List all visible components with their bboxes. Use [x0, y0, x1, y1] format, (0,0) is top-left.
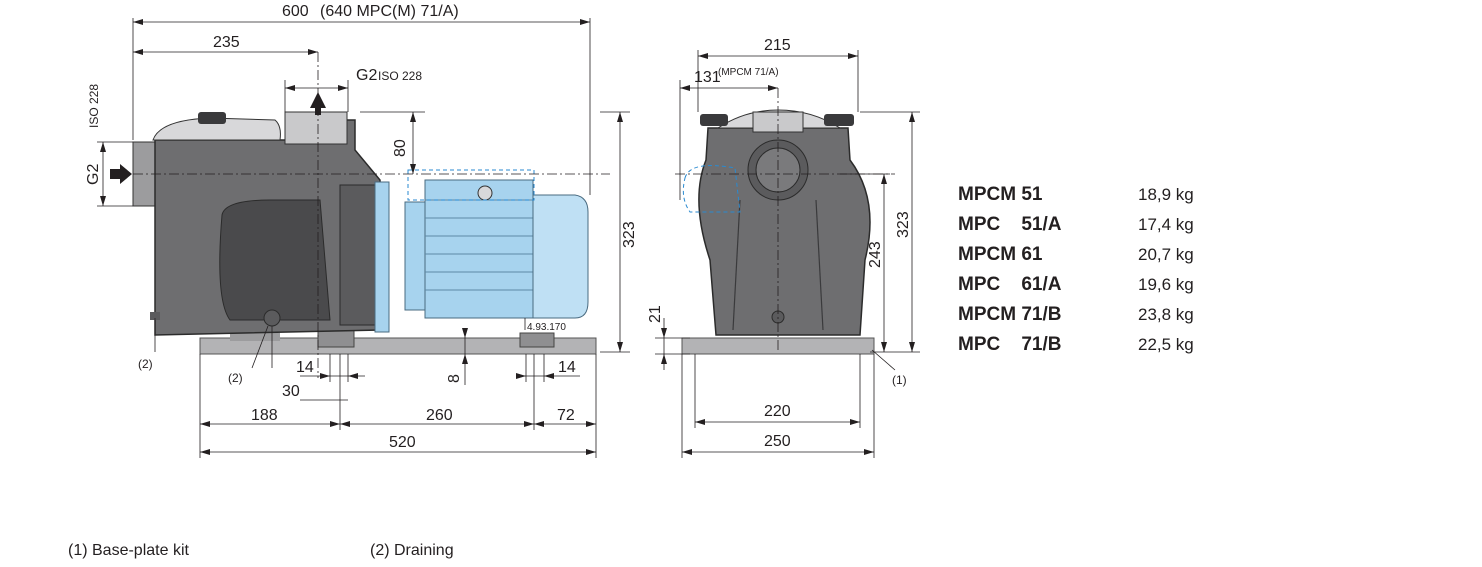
weight-row: MPC 71/B 22,5 kg — [958, 330, 1194, 360]
front-base-plate — [199, 337, 597, 355]
model-name: MPCM 71/B — [958, 304, 1062, 325]
model-name: MPCM 51 — [958, 184, 1043, 205]
weight-row: MPCM 51 18,9 kg — [958, 180, 1194, 210]
dim-base-height: 21 — [647, 305, 664, 323]
dim-base-length: 520 — [389, 434, 416, 451]
model-weight: 19,6 kg — [1138, 275, 1194, 294]
weight-row: MPCM 61 20,7 kg — [958, 240, 1194, 270]
dim-hole-offset: 30 — [282, 383, 300, 400]
dim-inlet-thread: G2 — [85, 164, 102, 185]
dim-outlet-thread: G2 — [356, 67, 377, 84]
dim-total-height: 323 — [621, 221, 638, 248]
note-draining: (2) Draining — [370, 542, 454, 559]
dim-side-offset: 131 — [694, 69, 721, 86]
dim-base-right: 72 — [557, 407, 575, 424]
weight-row: MPC 61/A 19,6 kg — [958, 270, 1194, 300]
model-name: MPCM 61 — [958, 244, 1043, 265]
outlet-port — [284, 111, 348, 145]
dim-axis-height: 243 — [867, 241, 884, 268]
callout-draining-mid: (2) — [228, 371, 243, 385]
model-weight: 20,7 kg — [1138, 245, 1194, 264]
front-view — [97, 18, 630, 458]
dim-overall-length: 600 — [282, 3, 309, 20]
side-view — [655, 50, 920, 458]
dim-side-total-height: 323 — [895, 211, 912, 238]
callout-base-plate: (1) — [892, 373, 907, 387]
side-view-labels: 215 131 (MPCM 71/A) 243 323 21 220 250 (… — [647, 37, 912, 450]
model-name: MPC 71/B — [958, 334, 1062, 355]
strainer-cover — [152, 117, 281, 141]
dim-foot-width-left: 14 — [296, 359, 314, 376]
weight-row: MPC 51/A 17,4 kg — [958, 210, 1194, 240]
dim-foot-width: 250 — [764, 433, 791, 450]
dim-foot-spacing: 220 — [764, 403, 791, 420]
dim-base-middle: 260 — [426, 407, 453, 424]
model-weight: 18,9 kg — [1138, 185, 1194, 204]
model-name: MPC 61/A — [958, 274, 1062, 295]
model-name: MPC 51/A — [958, 214, 1062, 235]
callout-draining-left: (2) — [138, 357, 153, 371]
model-weight: 22,5 kg — [1138, 335, 1194, 354]
front-view-labels: 600 (640 MPC(M) 71/A) 235 G2 ISO 228 ISO… — [85, 3, 638, 451]
dim-outlet-standard: ISO 228 — [378, 69, 422, 83]
motor-housing — [404, 201, 428, 311]
weight-row: MPCM 71/B 23,8 kg — [958, 300, 1194, 330]
dim-foot-width-right: 14 — [558, 359, 576, 376]
dim-base-left: 188 — [251, 407, 278, 424]
note-base-plate-kit: (1) Base-plate kit — [68, 542, 189, 559]
model-weight: 23,8 kg — [1138, 305, 1194, 324]
dim-side-offset-note: (MPCM 71/A) — [718, 67, 779, 78]
dim-overall-length-alt: (640 MPC(M) 71/A) — [320, 3, 459, 20]
drawing-code: 4.93.170 — [527, 322, 566, 333]
dim-foot-thickness: 8 — [446, 374, 463, 383]
weights-table: MPCM 51 18,9 kg MPC 51/A 17,4 kg MPCM 61… — [958, 180, 1194, 360]
dim-side-width: 215 — [764, 37, 791, 54]
model-weight: 17,4 kg — [1138, 215, 1194, 234]
dim-inlet-standard: ISO 228 — [87, 84, 101, 128]
dim-outlet-height: 80 — [392, 139, 409, 157]
dim-inlet-axis: 235 — [213, 34, 240, 51]
